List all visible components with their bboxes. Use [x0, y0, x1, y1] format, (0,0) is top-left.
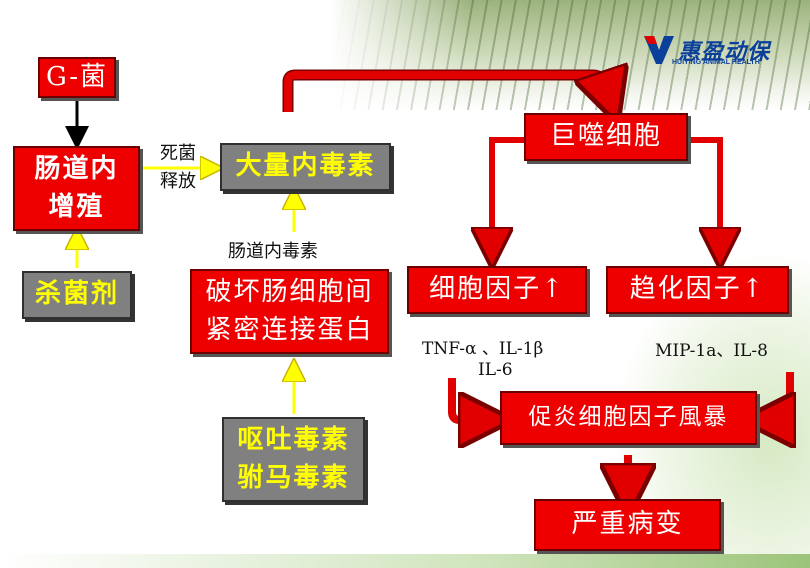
logo-mark-icon: [644, 36, 674, 64]
intestinal-proliferation-box: 肠道内 增殖: [13, 146, 140, 231]
intestinal-endotoxin-label: 肠道内毒素: [228, 241, 318, 262]
chemokine-up-label: 趋化因子↑: [629, 274, 766, 305]
severe-lesion-label: 严重病变: [571, 509, 684, 540]
company-logo: 惠盈动保 HUIYING ANIMAL HEALTH: [642, 32, 792, 74]
proinflammatory-storm-label: 促炎细胞因子風暴: [528, 404, 729, 431]
arrow-endotoxin-to-macrophage: [282, 69, 614, 112]
arrow-chemokine-to-storm: [772, 372, 790, 420]
arrow-macrophage-to-chemokine: [690, 137, 720, 245]
macrophage-label: 巨噬细胞: [549, 121, 662, 152]
g-bacteria-box: G-菌: [38, 57, 116, 98]
emetic-toxin-line1: 呕吐毒素: [237, 424, 350, 455]
emetic-toxin-line2: 驸马毒素: [237, 462, 350, 493]
destroy-junction-box: 破坏肠细胞间 紧密连接蛋白: [190, 269, 389, 354]
tnf-il1-label: TNF-α 、IL-1β: [422, 339, 544, 359]
intestinal-proliferation-line2: 增殖: [48, 191, 105, 222]
background-fade: [330, 0, 470, 110]
dead-bacteria-release-label: 死菌 释放: [160, 140, 196, 196]
dead-bacteria-line2: 释放: [160, 171, 196, 192]
dead-bacteria-line1: 死菌: [160, 143, 196, 164]
logo-subtitle: HUIYING ANIMAL HEALTH: [672, 59, 760, 66]
destroy-junction-line2: 紧密连接蛋白: [205, 314, 374, 345]
mass-endotoxin-box: 大量内毒素: [220, 143, 391, 191]
arrow-macrophage-to-cytokine: [492, 137, 524, 245]
intestinal-proliferation-line1: 肠道内: [34, 153, 119, 184]
bactericide-box: 杀菌剂: [22, 271, 132, 319]
cytokine-up-box: 细胞因子↑: [407, 266, 587, 314]
severe-lesion-box: 严重病变: [534, 499, 721, 551]
cytokine-up-label: 细胞因子↑: [429, 274, 565, 305]
chemokine-up-box: 趋化因子↑: [606, 266, 789, 314]
bactericide-label: 杀菌剂: [34, 279, 119, 310]
mip-il8-label: MIP-1a、IL-8: [655, 341, 768, 361]
arrow-cytokine-to-storm: [448, 378, 482, 420]
logo-name: 惠盈动保: [678, 40, 771, 65]
bottom-decor-strip: [0, 554, 810, 568]
proinflammatory-storm-box: 促炎细胞因子風暴: [500, 391, 757, 445]
mass-endotoxin-label: 大量内毒素: [235, 151, 376, 182]
emetic-toxin-box: 呕吐毒素 驸马毒素: [222, 417, 365, 502]
macrophage-box: 巨噬细胞: [524, 113, 688, 161]
g-bacteria-label: G-菌: [45, 61, 109, 92]
destroy-junction-line1: 破坏肠细胞间: [205, 276, 374, 307]
il6-label: IL-6: [478, 360, 513, 380]
